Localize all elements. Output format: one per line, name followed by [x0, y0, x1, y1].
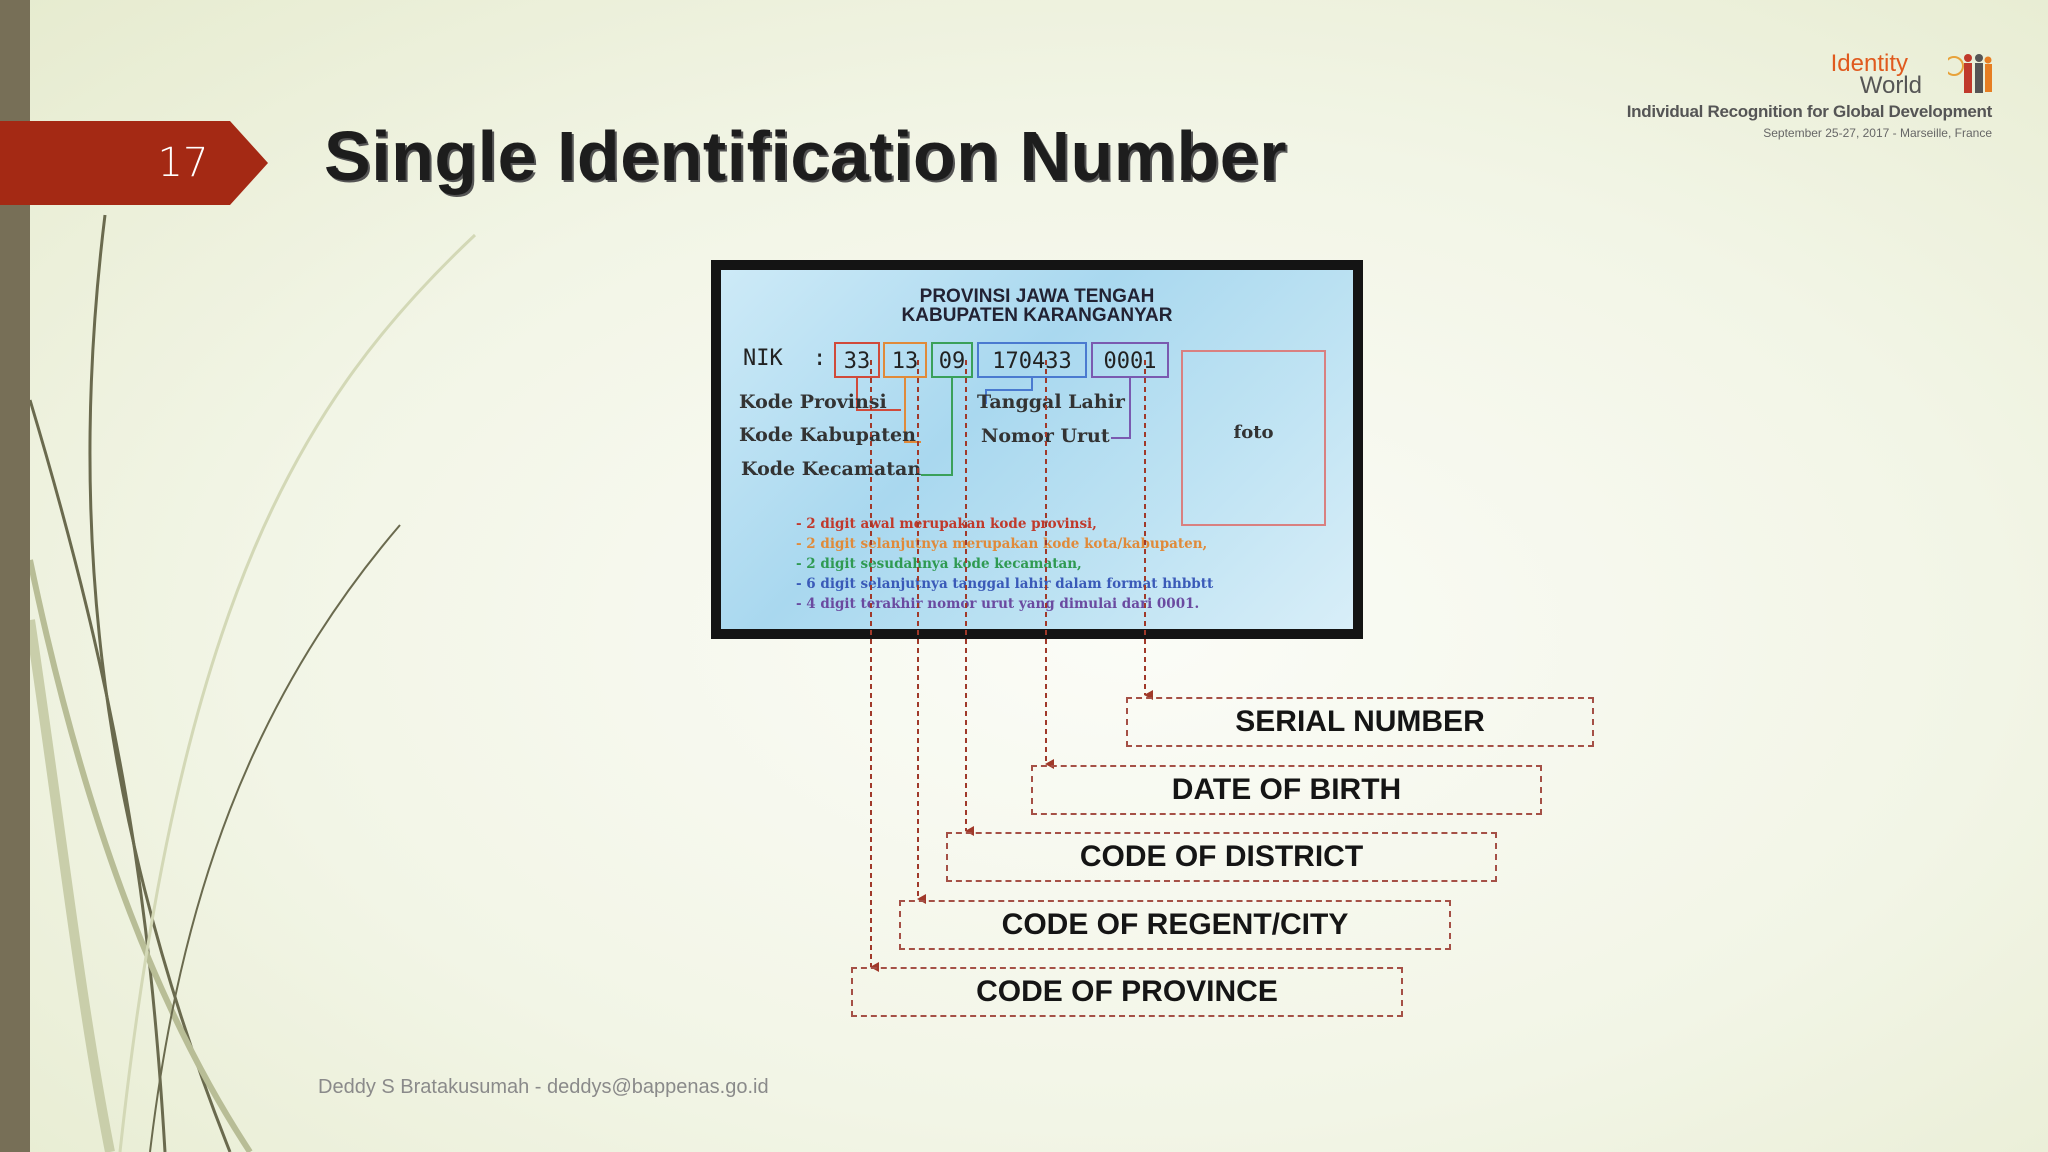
nik-label: NIK: [743, 346, 783, 371]
legend-code-of-province: CODE OF PROVINCE: [851, 967, 1403, 1017]
logo-date: September 25-27, 2017 - Marseille, Franc…: [1763, 126, 1992, 140]
nik-province-code: 33: [834, 342, 880, 378]
id-card-body: PROVINSI JAWA TENGAH KABUPATEN KARANGANY…: [721, 270, 1353, 629]
slide-number: 17: [157, 140, 209, 186]
card-regency: KABUPATEN KARANGANYAR: [901, 305, 1173, 326]
nik-regency-code: 13: [883, 342, 927, 378]
id-card-image: PROVINSI JAWA TENGAH KABUPATEN KARANGANY…: [711, 260, 1363, 639]
note-line-3: - 2 digit sesudahnya kode kecamatan,: [796, 556, 1082, 572]
slide-number-banner: [0, 121, 268, 205]
card-connector-lines: [856, 378, 1131, 476]
slide-title: Single Identification Number: [324, 117, 1287, 195]
people-icon: [1948, 54, 1992, 93]
nik-serial-number: 0001: [1091, 342, 1169, 378]
logo-subtitle: Individual Recognition for Global Develo…: [1626, 102, 1993, 121]
nik-date-of-birth: 170433: [977, 342, 1087, 378]
logo-word-world: World: [1859, 72, 1922, 99]
note-line-1: - 2 digit awal merupakan kode provinsi,: [796, 516, 1097, 532]
legend-serial-number: SERIAL NUMBER: [1126, 697, 1594, 747]
note-line-2: - 2 digit selanjutnya merupakan kode kot…: [796, 536, 1208, 552]
photo-placeholder: foto: [1181, 350, 1326, 526]
nik-district-code: 09: [931, 342, 973, 378]
label-kode-kabupaten: Kode Kabupaten: [739, 424, 916, 446]
label-kode-kecamatan: Kode Kecamatan: [741, 458, 922, 480]
legend-date-of-birth: DATE OF BIRTH: [1031, 765, 1542, 815]
photo-label: foto: [1233, 422, 1274, 443]
note-line-5: - 4 digit terakhir nomor urut yang dimul…: [796, 596, 1200, 612]
identity-world-logo: Identity World Individual Recognition fo…: [1627, 48, 2010, 148]
label-tanggal-lahir: Tanggal Lahir: [977, 391, 1125, 413]
card-province: PROVINSI JAWA TENGAH: [919, 286, 1155, 307]
logo-word-identity: Identity: [1830, 50, 1908, 77]
note-line-4: - 6 digit selanjutnya tanggal lahir dala…: [796, 576, 1214, 592]
slide-footer: Deddy S Bratakusumah - deddys@bappenas.g…: [318, 1076, 769, 1098]
nik-colon: :: [813, 346, 827, 371]
legend-code-of-district: CODE OF DISTRICT: [946, 832, 1497, 882]
label-kode-provinsi: Kode Provinsi: [739, 391, 887, 413]
legend-code-of-regent-city: CODE OF REGENT/CITY: [899, 900, 1451, 950]
